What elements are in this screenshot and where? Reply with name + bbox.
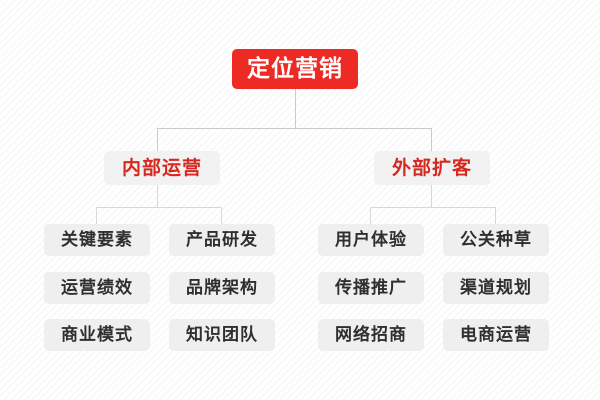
leaf-node[interactable]: 运营绩效 [44, 272, 150, 304]
connector-branch-0-bus [96, 207, 222, 208]
leaf-node[interactable]: 电商运营 [443, 319, 549, 351]
connector-branch-1-bus [370, 207, 496, 208]
leaf-node-label: 用户体验 [335, 229, 407, 250]
leaf-node-label: 关键要素 [61, 229, 133, 250]
connector-branch-1-drop [431, 128, 432, 151]
leaf-node-label: 网络招商 [335, 324, 407, 345]
leaf-node[interactable]: 知识团队 [169, 319, 275, 351]
leaf-node[interactable]: 公关种草 [443, 224, 549, 256]
connector-branch-0-stem [157, 185, 158, 207]
leaf-node-label: 公关种草 [460, 229, 532, 250]
branch-node-label: 外部扩客 [391, 156, 472, 179]
leaf-node-label: 产品研发 [186, 229, 258, 250]
leaf-node[interactable]: 品牌架构 [169, 272, 275, 304]
leaf-node[interactable]: 商业模式 [44, 319, 150, 351]
leaf-node-label: 知识团队 [186, 324, 258, 345]
root-node[interactable]: 定位营销 [232, 49, 358, 89]
leaf-node-label: 品牌架构 [186, 277, 258, 298]
root-node-label: 定位营销 [247, 55, 343, 82]
leaf-node[interactable]: 关键要素 [44, 224, 150, 256]
connector-branch-1-col-0-drop [370, 207, 371, 224]
connector-branch-1-stem [431, 185, 432, 207]
leaf-node-label: 商业模式 [61, 324, 133, 345]
leaf-node-label: 传播推广 [335, 277, 407, 298]
connector-branch-0-col-1-drop [221, 207, 222, 224]
connector-branch-0-col-0-drop [96, 207, 97, 224]
leaf-node[interactable]: 产品研发 [169, 224, 275, 256]
connector-root-bus [157, 128, 432, 129]
branch-node-internal-operations[interactable]: 内部运营 [104, 151, 220, 185]
connector-root-stem [295, 89, 296, 128]
branch-node-external-acquisition[interactable]: 外部扩客 [374, 151, 490, 185]
connector-branch-0-drop [157, 128, 158, 151]
leaf-node-label: 渠道规划 [460, 277, 532, 298]
leaf-node[interactable]: 网络招商 [318, 319, 424, 351]
leaf-node-label: 运营绩效 [61, 277, 133, 298]
leaf-node-label: 电商运营 [460, 324, 532, 345]
leaf-node[interactable]: 传播推广 [318, 272, 424, 304]
leaf-node[interactable]: 用户体验 [318, 224, 424, 256]
connector-branch-1-col-1-drop [495, 207, 496, 224]
branch-node-label: 内部运营 [121, 156, 202, 179]
leaf-node[interactable]: 渠道规划 [443, 272, 549, 304]
